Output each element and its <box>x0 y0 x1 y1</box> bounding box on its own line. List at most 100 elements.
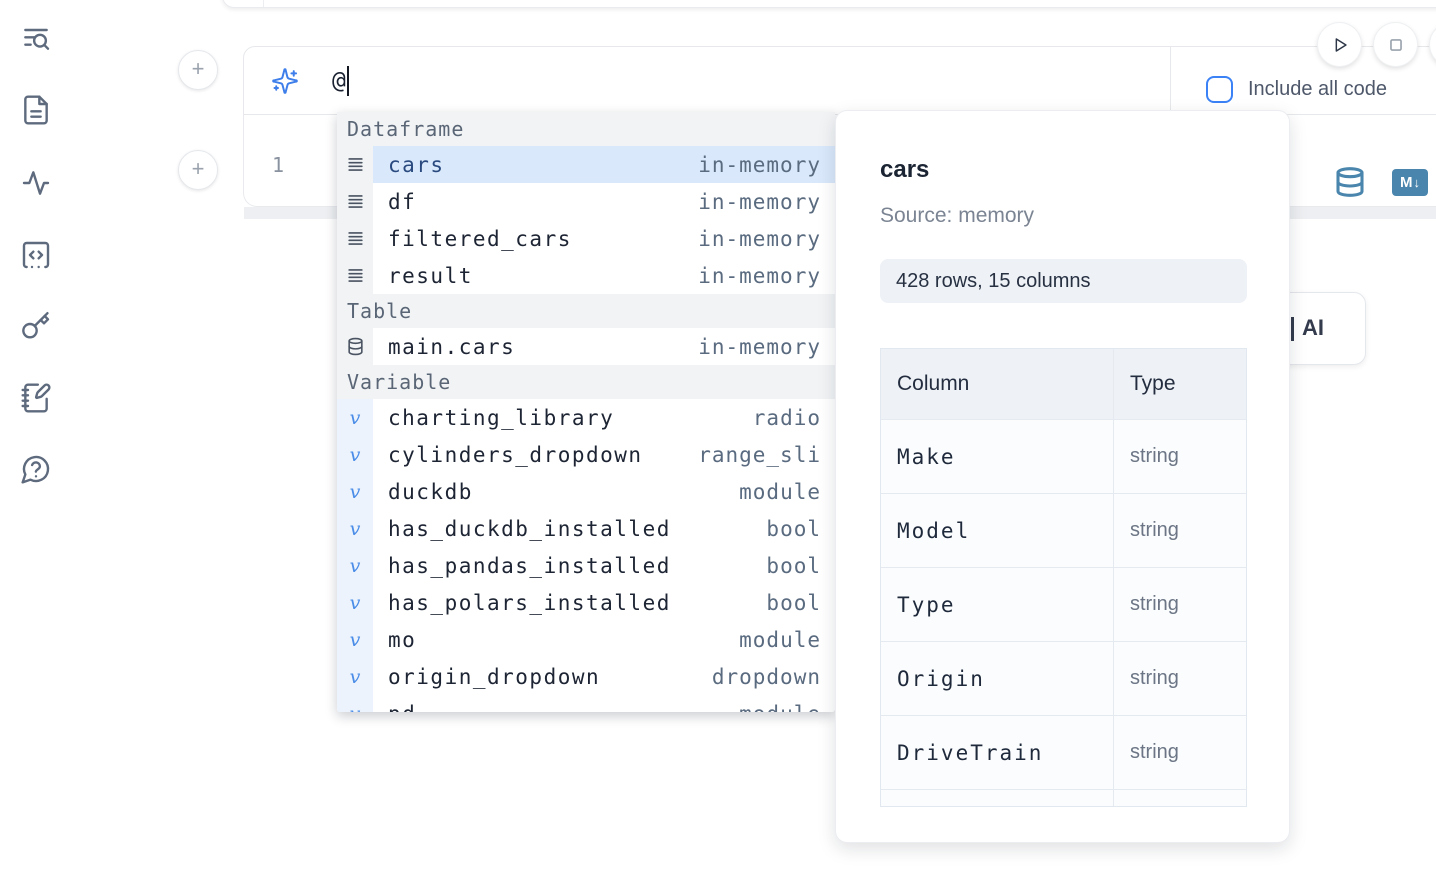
variable-icon: v <box>337 621 373 658</box>
completion-name: df <box>388 189 417 214</box>
code-snippet-icon[interactable] <box>20 239 52 271</box>
completion-name: mo <box>388 627 417 652</box>
column-name-cell <box>881 790 1113 806</box>
completion-name: has_duckdb_installed <box>388 516 671 541</box>
run-cell-button[interactable] <box>1318 23 1361 66</box>
include-all-code-checkbox[interactable] <box>1206 76 1233 103</box>
completion-name: pd <box>373 702 416 713</box>
completion-detail: module <box>739 479 821 504</box>
completion-detail: in-memory <box>698 226 821 251</box>
table-header-cell: Type <box>1113 349 1246 419</box>
table-row-clipped <box>881 789 1246 806</box>
column-type-cell: string <box>1113 716 1246 789</box>
column-type-cell: string <box>1113 642 1246 715</box>
preview-source: Source: memory <box>880 204 1035 227</box>
database-cell-icon[interactable] <box>1334 165 1366 199</box>
more-actions-button[interactable] <box>1430 23 1436 66</box>
variable-icon: v <box>337 695 373 712</box>
table-row: Model string <box>881 493 1246 567</box>
completion-detail: in-memory <box>698 334 821 359</box>
markdown-convert-icon[interactable]: M↓ <box>1392 168 1428 196</box>
column-name-cell: Type <box>897 592 956 617</box>
sidebar <box>0 0 72 874</box>
column-name-cell: DriveTrain <box>897 740 1044 765</box>
completion-detail: bool <box>766 553 821 578</box>
completion-detail: range_sli <box>698 442 821 467</box>
autocomplete-section-header: Table <box>337 294 835 328</box>
column-type-cell: string <box>1113 494 1246 567</box>
completion-item-filtered_cars[interactable]: filtered_cars in-memory <box>337 220 835 257</box>
completion-name: charting_library <box>388 405 615 430</box>
variable-icon: v <box>337 584 373 621</box>
completion-name: cars <box>388 152 445 177</box>
completion-name: main.cars <box>388 334 516 359</box>
completion-detail: in-memory <box>698 263 821 288</box>
sparkles-icon <box>271 67 299 95</box>
autocomplete-section-header: Dataframe <box>337 112 835 146</box>
completion-detail: radio <box>752 405 821 430</box>
preview-title: cars <box>880 156 930 183</box>
column-type-cell <box>1113 790 1246 806</box>
list-search-icon[interactable] <box>20 22 52 54</box>
column-name-cell: Model <box>897 518 971 543</box>
ai-prompt-input[interactable]: @ <box>332 61 349 101</box>
notebook-pen-icon[interactable] <box>20 382 52 414</box>
completion-detail: module <box>739 627 821 652</box>
help-chat-icon[interactable] <box>20 453 52 485</box>
play-icon <box>1335 37 1347 52</box>
preview-shape-badge: 428 rows, 15 columns <box>880 259 1247 303</box>
prompt-divider <box>1170 47 1171 114</box>
completion-item-df[interactable]: df in-memory <box>337 183 835 220</box>
key-icon[interactable] <box>20 310 52 342</box>
completion-item-has_pandas_installed[interactable]: v has_pandas_installed bool <box>337 547 835 584</box>
include-all-code-label: Include all code <box>1248 78 1387 100</box>
dataframe-rows-icon <box>337 257 373 294</box>
ai-button-label: AI <box>1302 315 1324 340</box>
completion-item-has_duckdb_installed[interactable]: v has_duckdb_installed bool <box>337 510 835 547</box>
stop-cell-button[interactable] <box>1374 23 1417 66</box>
add-cell-button-bottom[interactable]: + <box>178 150 218 190</box>
dataframe-rows-icon <box>337 146 373 183</box>
autocomplete-section-header: Variable <box>337 365 835 399</box>
variable-icon: v <box>337 658 373 695</box>
line-number: 1 <box>272 153 285 177</box>
completion-item-main.cars[interactable]: main.cars in-memory <box>337 328 835 365</box>
completion-item-pd[interactable]: vpdmodule <box>337 695 835 712</box>
variable-icon: v <box>337 473 373 510</box>
completion-name: has_pandas_installed <box>388 553 671 578</box>
completion-detail: bool <box>766 516 821 541</box>
column-name-cell: Make <box>897 444 956 469</box>
prompt-text: @ <box>332 68 346 94</box>
completion-detail: bool <box>766 590 821 615</box>
completion-name: filtered_cars <box>388 226 572 251</box>
completion-detail: dropdown <box>711 664 821 689</box>
table-header-cell: Column <box>897 372 970 395</box>
add-cell-button-top[interactable]: + <box>178 50 218 90</box>
file-text-icon[interactable] <box>20 94 52 126</box>
previous-cell-edge <box>222 0 1436 8</box>
completion-name: duckdb <box>388 479 473 504</box>
completion-detail: in-memory <box>698 189 821 214</box>
column-type-cell: string <box>1113 568 1246 641</box>
variable-icon: v <box>337 510 373 547</box>
datasource-preview-panel: cars Source: memory 428 rows, 15 columns… <box>835 110 1290 843</box>
clipped-letter-fragment <box>1291 317 1294 341</box>
completion-name: result <box>388 263 473 288</box>
text-caret <box>346 66 349 96</box>
table-row: Type string <box>881 567 1246 641</box>
variable-icon: v <box>337 547 373 584</box>
completion-item-result[interactable]: result in-memory <box>337 257 835 294</box>
activity-icon[interactable] <box>20 167 52 199</box>
table-header-row: Column Type <box>881 349 1246 419</box>
